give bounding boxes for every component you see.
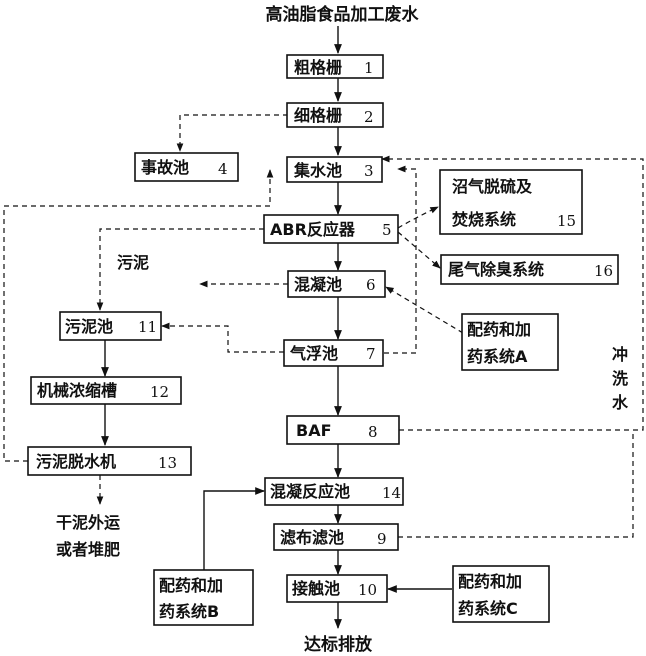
- box-flotation-tank: 气浮池 7: [283, 339, 384, 367]
- box-coarse-screen: 粗格栅 1: [286, 54, 384, 79]
- dry-sludge-label-2: 或者堆肥: [56, 540, 120, 559]
- svg-text:药系统C: 药系统C: [458, 599, 518, 618]
- box-sludge-tank: 污泥池 11: [59, 311, 162, 341]
- scum-b7-to-b11: [161, 322, 284, 353]
- svg-text:13: 13: [158, 454, 177, 472]
- svg-text:混凝池: 混凝池: [294, 275, 342, 294]
- backwash-b9-line: [398, 430, 634, 538]
- svg-text:尾气除臭系统: 尾气除臭系统: [448, 260, 544, 279]
- box-dosing-system-c: 配药和加 药系统C: [452, 565, 550, 623]
- svg-text:1: 1: [364, 59, 374, 77]
- svg-text:10: 10: [358, 581, 377, 599]
- svg-text:接触池: 接触池: [292, 579, 340, 598]
- svg-text:2: 2: [364, 108, 374, 126]
- svg-text:机械浓缩槽: 机械浓缩槽: [37, 381, 117, 400]
- svg-text:7: 7: [366, 345, 376, 363]
- box-biogas-system: 沼气脱硫及 焚烧系统 15: [439, 169, 583, 235]
- svg-text:9: 9: [377, 530, 387, 548]
- box-fine-screen: 细格栅 2: [286, 102, 384, 128]
- svg-text:混凝反应池: 混凝反应池: [270, 482, 350, 501]
- svg-text:配药和加: 配药和加: [458, 572, 522, 591]
- svg-text:5: 5: [382, 221, 392, 239]
- biogas-b5-to-b15: [397, 206, 439, 229]
- svg-text:污泥脱水机: 污泥脱水机: [36, 452, 116, 471]
- box-sludge-dewatering: 污泥脱水机 13: [27, 446, 192, 476]
- box-abr-reactor: ABR反应器 5: [263, 214, 399, 244]
- dry-sludge-label-1: 干泥外运: [56, 513, 120, 532]
- svg-text:6: 6: [366, 276, 376, 294]
- svg-text:沼气脱硫及: 沼气脱硫及: [452, 177, 533, 196]
- svg-text:滤布滤池: 滤布滤池: [280, 528, 344, 547]
- svg-text:焚烧系统: 焚烧系统: [452, 210, 516, 229]
- box-odor-control: 尾气除臭系统 16: [440, 254, 619, 285]
- overflow-to-accident-pool: [176, 114, 288, 152]
- svg-text:12: 12: [150, 383, 169, 401]
- wash-water-char-1: 冲: [612, 345, 628, 364]
- svg-text:BAF: BAF: [296, 421, 332, 440]
- offgas-b5-to-b16: [397, 231, 441, 269]
- svg-text:配药和加: 配药和加: [159, 576, 223, 595]
- box-mechanical-thickener: 机械浓缩槽 12: [30, 376, 182, 405]
- svg-text:4: 4: [218, 160, 228, 178]
- box-dosing-system-a: 配药和加 药系统A: [461, 313, 559, 371]
- svg-text:细格栅: 细格栅: [294, 106, 342, 125]
- svg-text:8: 8: [368, 423, 378, 441]
- svg-text:污泥池: 污泥池: [65, 317, 113, 336]
- dosing-b-to-b14: [203, 487, 265, 570]
- box-coagulation-tank: 混凝池 6: [287, 270, 386, 298]
- sludge-label: 污泥: [117, 253, 149, 272]
- svg-text:16: 16: [594, 262, 613, 280]
- box-collection-tank: 集水池 3: [286, 156, 383, 183]
- svg-text:配药和加: 配药和加: [467, 320, 531, 339]
- box-contact-tank: 接触池 10: [286, 574, 388, 603]
- wash-water-char-3: 水: [612, 393, 629, 412]
- svg-text:11: 11: [138, 318, 157, 336]
- discharge-label: 达标排放: [304, 634, 373, 655]
- wash-water-char-2: 洗: [612, 369, 628, 388]
- box-dosing-system-b: 配药和加 药系统B: [153, 569, 254, 626]
- sludge-b5-to-b11: [96, 228, 264, 311]
- backwash-b8-to-b3: [381, 155, 644, 431]
- box-coagulation-reaction-tank: 混凝反应池 14: [264, 477, 404, 506]
- diagram-title: 高油脂食品加工废水: [266, 4, 420, 25]
- svg-text:3: 3: [364, 162, 374, 180]
- svg-text:集水池: 集水池: [293, 161, 342, 180]
- svg-text:15: 15: [557, 212, 576, 230]
- svg-text:事故池: 事故池: [141, 158, 189, 177]
- svg-text:ABR反应器: ABR反应器: [270, 220, 356, 239]
- filtrate-return-to-b3: [3, 169, 274, 462]
- svg-text:粗格栅: 粗格栅: [294, 58, 342, 77]
- box-accident-pool: 事故池 4: [134, 152, 239, 182]
- svg-text:14: 14: [382, 484, 401, 502]
- svg-text:药系统A: 药系统A: [467, 347, 528, 366]
- dosing-a-to-b6: [385, 286, 464, 334]
- svg-text:气浮池: 气浮池: [289, 344, 338, 363]
- box-baf: BAF 8: [286, 415, 400, 445]
- return-b7-to-b3: [366, 165, 417, 354]
- box-cloth-filter: 滤布滤池 9: [273, 523, 399, 551]
- svg-text:药系统B: 药系统B: [159, 602, 219, 621]
